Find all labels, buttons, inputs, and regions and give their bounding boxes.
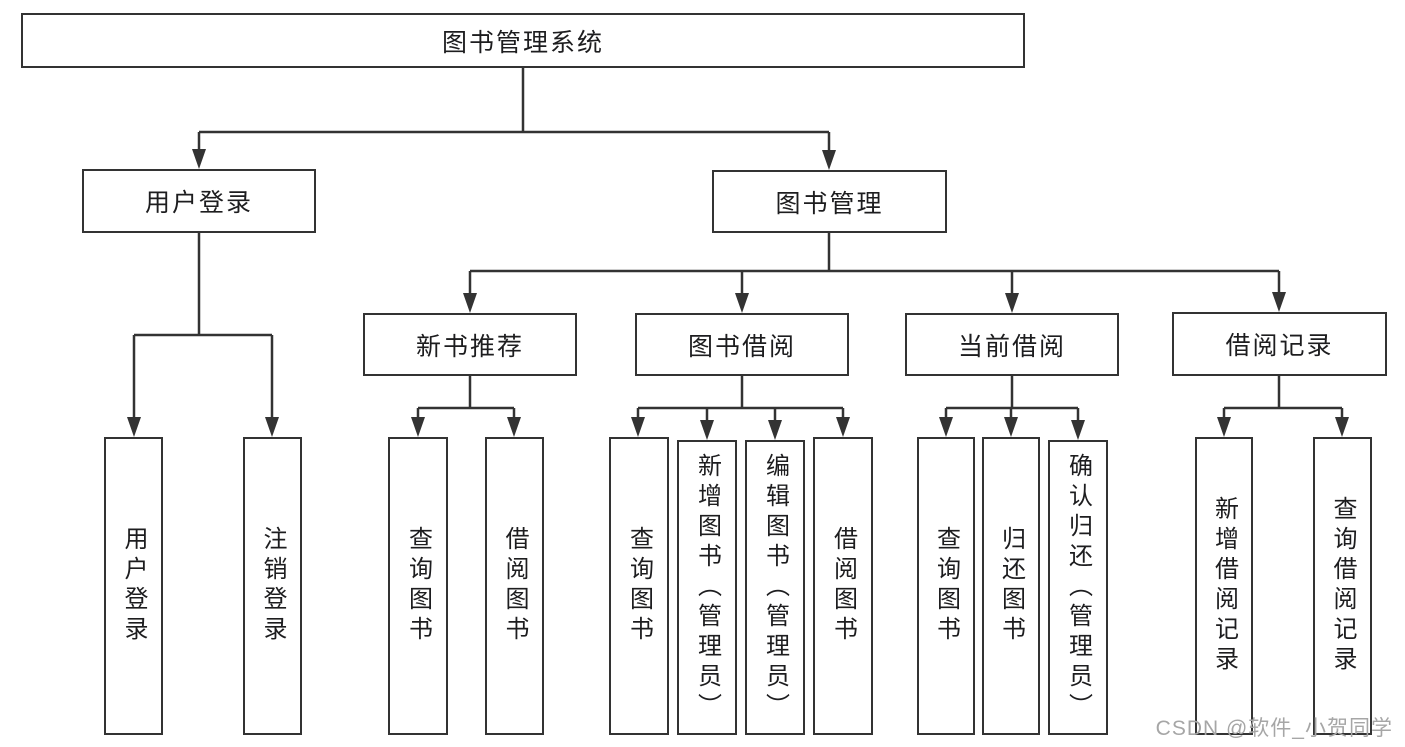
leaf-edit-books-admin: 编辑图书（管理员） xyxy=(745,440,805,735)
node-label: 用户登录 xyxy=(144,189,253,217)
node-label: 借阅图书 xyxy=(829,526,857,646)
node-label: 注销登录 xyxy=(259,526,286,646)
node-label: 借阅图书 xyxy=(501,526,528,646)
leaf-add-books-admin: 新增图书（管理员） xyxy=(677,440,737,735)
node-current-borrowing: 当前借阅 xyxy=(905,313,1119,376)
node-label: 归还图书 xyxy=(997,526,1025,646)
node-user-login: 用户登录 xyxy=(82,169,316,233)
node-library-management-system: 图书管理系统 xyxy=(21,13,1025,68)
node-label: 当前借阅 xyxy=(957,332,1066,361)
node-borrowing-records: 借阅记录 xyxy=(1172,312,1387,376)
leaf-query-books-2: 查询图书 xyxy=(609,437,669,735)
node-label: 借阅记录 xyxy=(1225,332,1334,360)
node-label: 新增图书（管理员） xyxy=(693,452,721,723)
node-new-book-recommend: 新书推荐 xyxy=(363,313,577,376)
leaf-query-borrow-record: 查询借阅记录 xyxy=(1313,437,1372,735)
leaf-borrow-books-2: 借阅图书 xyxy=(813,437,873,735)
node-label: 查询借阅记录 xyxy=(1329,496,1356,676)
node-label: 查询图书 xyxy=(404,526,432,646)
node-label: 新增借阅记录 xyxy=(1210,496,1238,676)
leaf-query-books-1: 查询图书 xyxy=(388,437,448,735)
node-label: 新书推荐 xyxy=(415,332,524,361)
leaf-borrow-books-1: 借阅图书 xyxy=(485,437,544,735)
leaf-logout: 注销登录 xyxy=(243,437,302,735)
leaf-confirm-return-admin: 确认归还（管理员） xyxy=(1048,440,1108,735)
node-book-management: 图书管理 xyxy=(712,170,947,233)
node-label: 编辑图书（管理员） xyxy=(761,452,789,723)
node-label: 查询图书 xyxy=(625,526,653,646)
node-label: 查询图书 xyxy=(932,526,960,646)
node-label: 图书管理系统 xyxy=(441,28,604,57)
csdn-watermark: CSDN @软件_小贺同学 xyxy=(1155,717,1393,740)
leaf-return-books: 归还图书 xyxy=(982,437,1040,735)
node-book-borrowing: 图书借阅 xyxy=(635,313,849,376)
node-label: 用户登录 xyxy=(120,526,147,646)
leaf-query-books-3: 查询图书 xyxy=(917,437,975,735)
node-label: 图书借阅 xyxy=(687,332,796,361)
node-label: 确认归还（管理员） xyxy=(1064,452,1092,723)
leaf-add-borrow-record: 新增借阅记录 xyxy=(1195,437,1253,735)
node-label: 图书管理 xyxy=(775,189,884,218)
leaf-user-login: 用户登录 xyxy=(104,437,163,735)
